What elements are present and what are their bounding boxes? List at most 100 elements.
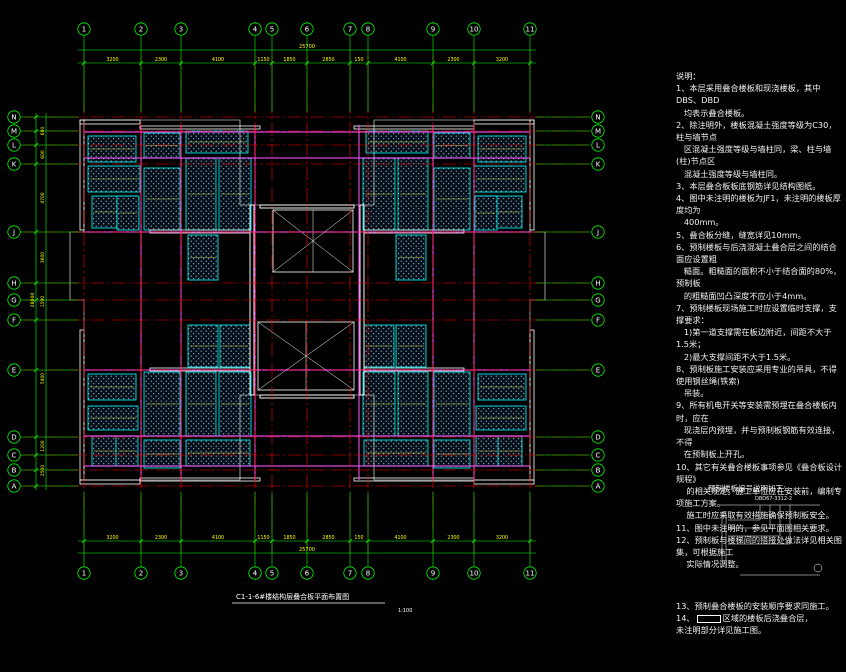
grid-bubble-label: 3: [179, 570, 183, 578]
grid-bubble-label: F: [12, 317, 16, 325]
grid-bubble-label: A: [12, 483, 17, 491]
wall-outline: [353, 477, 475, 482]
grid-bubble: [7, 430, 21, 444]
grid-bubble-label: 6: [305, 26, 310, 34]
grid-bubble-label: L: [596, 142, 600, 150]
dimension-label: 150: [354, 57, 363, 63]
grid-bubble: [7, 110, 21, 124]
grid-bubble: [426, 22, 440, 36]
note-13: 13、预制叠合楼板的安装顺序要求同施工。: [676, 601, 834, 611]
grid-bubble-label: 5: [270, 26, 274, 34]
dimension-label: 2300: [447, 57, 459, 63]
grid-bubble-label: 8: [366, 26, 370, 34]
grid-bubble-label: 3: [179, 26, 183, 34]
grid-bubble-label: 1: [82, 26, 86, 34]
dimension-label: 3600: [40, 252, 46, 263]
grid-bubble-label: 2: [139, 26, 143, 34]
dimension-label: 2300: [155, 57, 167, 63]
dimension-total: 25700: [299, 547, 315, 553]
grid-bubble: [591, 313, 605, 327]
grid-bubble-label: H: [11, 280, 16, 288]
note-item: 4、图中未注明的楼板为JF1，未注明的楼板厚度均为 400mm。: [676, 193, 841, 228]
notes-title: 说明：: [676, 71, 701, 81]
grid-bubble-label: 6: [305, 570, 310, 578]
wall-outline: [529, 329, 535, 481]
grid-bubble: [248, 22, 262, 36]
grid-bubble: [7, 293, 21, 307]
wall-outline: [79, 119, 141, 125]
grid-bubble: [265, 22, 279, 36]
dimension-label: 4100: [394, 57, 406, 63]
dimension-label: 4700: [40, 192, 46, 203]
grid-bubble-label: D: [11, 434, 16, 442]
grid-bubble-label: C: [12, 452, 17, 460]
wall-outline: [79, 479, 141, 485]
grid-bubble-label: B: [596, 467, 601, 475]
dimension-label: 150: [354, 535, 363, 541]
grid-bubble: [77, 566, 91, 580]
grid-bubble: [591, 157, 605, 171]
wall-outline: [529, 119, 535, 231]
grid-bubble-label: 9: [431, 26, 435, 34]
wall-outline: [353, 125, 475, 130]
note-item: 9、所有机电开关等安装需预埋在叠合楼板内时，应在 现浇层内预埋，并与预制板钢筋有…: [676, 400, 840, 460]
grid-bubble: [174, 566, 188, 580]
drawing-title-group: C1-1-6#楼结构层叠合板平面布置图 1:100: [232, 592, 412, 614]
grid-bubble: [591, 110, 605, 124]
grid-bubble-label: 4: [253, 570, 258, 578]
grid-bubble: [467, 566, 481, 580]
note-item: 7、预制楼板现场施工时应设置临时支撑，支撑要求： 1)第一道支撑需在板边附近，间…: [676, 302, 837, 362]
dimension-total: 25700: [299, 44, 315, 50]
dimension-label: 3200: [496, 535, 508, 541]
grid-bubble-label: 10: [470, 26, 479, 34]
note-item: 8、预制板施工安装应采用专业的吊具，不得使用钢丝绳(铁索) 吊装。: [676, 363, 837, 399]
grid-bubble: [591, 463, 605, 477]
note-item: 2、除注明外，楼板混凝土强度等级为C30，柱与墙节点 区混凝土强度等级与墙柱同，…: [676, 119, 837, 179]
note-item: 12、预制板与楼梯间的搭接处做法详见相关图集，可根据施工 实际情况调整。: [676, 534, 842, 570]
dimension-label: 2850: [322, 535, 334, 541]
dimension-label: 1500: [40, 296, 46, 307]
design-notes: 说明： 1、本层采用叠合楼板和现浇楼板，其中DBS、DBD 均表示叠合楼板。2、…: [676, 70, 844, 570]
grid-bubble: [7, 276, 21, 290]
grid-bubble: [591, 479, 605, 493]
note-14: 14、区域的楼板后浇叠合层，: [676, 613, 813, 623]
legend-diagram: [720, 504, 823, 576]
grid-bubble-label: 9: [431, 570, 435, 578]
dimension-label: 600: [40, 127, 46, 136]
grid-bubble-label: K: [12, 161, 17, 169]
grid-bubble-label: B: [12, 467, 17, 475]
grid-bubble: [426, 566, 440, 580]
grid-bubble-label: K: [596, 161, 601, 169]
wall-outline: [139, 477, 261, 482]
dimension-label: 3200: [496, 57, 508, 63]
grid-bubble: [591, 430, 605, 444]
wall-outline: [79, 119, 85, 231]
dimension-label: 1200: [40, 440, 46, 451]
note-item: 3、本层叠合板板底钢筋详见结构图纸。: [676, 180, 821, 191]
grid-bubble-label: G: [595, 297, 600, 305]
grid-bubble: [361, 566, 375, 580]
grid-bubble: [591, 276, 605, 290]
grid-bubble-label: E: [12, 367, 16, 375]
note-14-cont: 未注明部分详见施工图。: [676, 625, 767, 635]
wall-outline: [473, 479, 535, 485]
grid-bubble-label: L: [12, 142, 16, 150]
grid-axes: [20, 36, 592, 566]
dimension-label: 5400: [40, 373, 46, 384]
note-item: 11、图中未注明的，参见平面图相关要求。: [676, 522, 834, 533]
note-item: 5、叠合板分缝，缝宽详见10mm。: [676, 229, 806, 240]
dimension-label: 1150: [257, 535, 269, 541]
grid-bubble: [77, 22, 91, 36]
note-item: 1、本层采用叠合楼板和现浇楼板，其中DBS、DBD 均表示叠合楼板。: [676, 83, 821, 118]
grid-bubble: [248, 566, 262, 580]
grid-bubble-label: D: [595, 434, 600, 442]
grid-bubble: [7, 157, 21, 171]
structure-layer: [69, 119, 546, 485]
grid-bubble: [7, 313, 21, 327]
grid-bubble-label: M: [11, 128, 17, 136]
grid-bubble: [343, 22, 357, 36]
grid-bubble-label: 4: [253, 26, 258, 34]
